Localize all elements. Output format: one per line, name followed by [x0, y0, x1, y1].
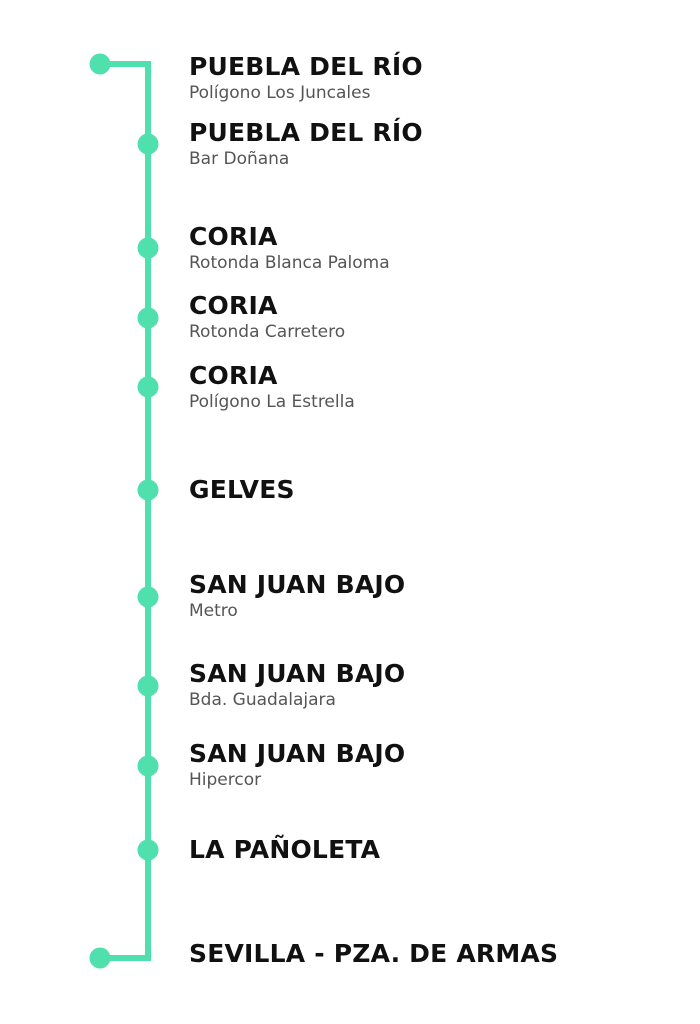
stop-5: CORIA Polígono La Estrella [189, 361, 669, 413]
stop-detail: Hipercor [189, 770, 262, 790]
stop-dot-5 [137, 376, 159, 398]
stop-detail: Rotonda Blanca Paloma [189, 253, 390, 273]
stop-name: CORIA [189, 361, 278, 390]
stop-detail: Polígono Los Juncales [189, 83, 371, 103]
stop-name: SAN JUAN BAJO [189, 570, 406, 599]
stop-dot-10 [137, 839, 159, 861]
stop-detail: Rotonda Carretero [189, 322, 346, 342]
stop-4: CORIA Rotonda Carretero [189, 291, 669, 343]
stop-2: PUEBLA DEL RÍO Bar Doñana [189, 118, 669, 170]
stop-3: CORIA Rotonda Blanca Paloma [189, 222, 669, 274]
stop-7: SAN JUAN BAJO Metro [189, 570, 669, 622]
stop-name: CORIA [189, 291, 278, 320]
stop-dot-1 [89, 53, 111, 75]
stop-detail: Polígono La Estrella [189, 392, 355, 412]
stop-name: SAN JUAN BAJO [189, 739, 406, 768]
stop-dot-2 [137, 133, 159, 155]
stop-name: SAN JUAN BAJO [189, 659, 406, 688]
stop-detail: Bda. Guadalajara [189, 690, 336, 710]
stop-dot-4 [137, 307, 159, 329]
route-line [100, 61, 151, 961]
stop-8: SAN JUAN BAJO Bda. Guadalajara [189, 659, 669, 711]
stop-name: SEVILLA - PZA. DE ARMAS [189, 939, 559, 968]
stop-name: PUEBLA DEL RÍO [189, 118, 423, 147]
stop-10: LA PAÑOLETA [189, 835, 669, 865]
stop-dot-8 [137, 675, 159, 697]
stop-dot-3 [137, 237, 159, 259]
stop-dot-6 [137, 479, 159, 501]
stop-dot-11 [89, 947, 111, 969]
stop-6: GELVES [189, 475, 669, 505]
stop-name: LA PAÑOLETA [189, 835, 381, 864]
stop-name: PUEBLA DEL RÍO [189, 52, 423, 81]
stop-11: SEVILLA - PZA. DE ARMAS [189, 939, 669, 969]
stop-dot-7 [137, 586, 159, 608]
stop-dot-9 [137, 755, 159, 777]
stop-detail: Metro [189, 601, 238, 621]
stop-1: PUEBLA DEL RÍO Polígono Los Juncales [189, 52, 669, 104]
stop-name: GELVES [189, 475, 295, 504]
stop-9: SAN JUAN BAJO Hipercor [189, 739, 669, 791]
stop-detail: Bar Doñana [189, 149, 290, 169]
stop-name: CORIA [189, 222, 278, 251]
